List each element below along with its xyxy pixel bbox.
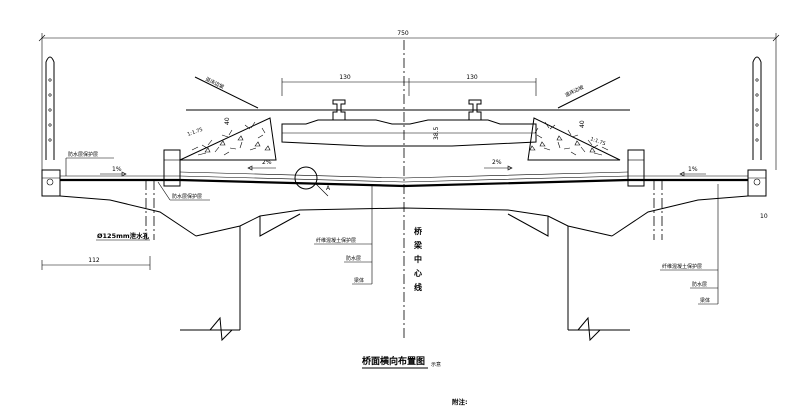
detail-a-label: A — [326, 185, 331, 192]
girder-body — [180, 207, 630, 342]
svg-text:Ø125mm泄水孔: Ø125mm泄水孔 — [97, 231, 150, 240]
left-rail — [332, 99, 346, 121]
edge-height-label: 10 — [760, 213, 768, 220]
sleeper — [281, 119, 537, 147]
svg-text:1%: 1% — [688, 166, 698, 173]
center-layer-3: 梁体 — [354, 277, 364, 284]
sleeper-height-label: 38.5 — [433, 126, 440, 140]
drain-hole-leader: Ø125mm泄水孔 — [96, 231, 150, 241]
drawing-title-note: 示意 — [431, 361, 441, 368]
svg-text:防水层保护层: 防水层保护层 — [172, 193, 202, 200]
svg-text:防水层保护层: 防水层保护层 — [68, 151, 98, 158]
drain-offset-dimension: 112 — [41, 256, 151, 270]
right-deck-slope: 2% — [484, 159, 513, 171]
right-layer-2: 防水层 — [692, 281, 707, 288]
left-drain-pipe — [145, 180, 155, 240]
svg-text:2%: 2% — [262, 159, 272, 166]
right-edge-slope: 1% — [679, 166, 706, 177]
right-cantilever — [611, 169, 767, 237]
waterproof-top-leader: 防水层保护层 — [65, 151, 114, 176]
centerline-char: 线 — [414, 282, 422, 292]
rail-gauge-left-label: 130 — [339, 74, 351, 81]
right-drain-pipe — [653, 180, 663, 240]
svg-text:112: 112 — [88, 257, 100, 264]
rail-gauge-right-label: 130 — [466, 74, 478, 81]
ballast-profile — [186, 76, 630, 111]
svg-text:2%: 2% — [492, 159, 502, 166]
right-layer-callout: 纤维混凝土保护层 防水层 梁体 — [660, 184, 719, 305]
center-layer-2: 防水层 — [346, 255, 361, 262]
left-ballast-slope-label: 1:1.75 — [187, 127, 204, 138]
right-layer-3: 梁体 — [700, 297, 710, 304]
right-curb — [627, 149, 645, 187]
left-railing — [45, 56, 55, 160]
overall-width-label: 750 — [397, 30, 409, 37]
waterproof-bottom-leader: 防水层保护层 — [157, 181, 210, 201]
right-layer-1: 纤维混凝土保护层 — [662, 263, 702, 270]
svg-text:1%: 1% — [112, 166, 122, 173]
left-cantilever — [41, 169, 197, 237]
left-deck-slope: 2% — [247, 159, 276, 171]
left-edge-slope: 1% — [100, 166, 127, 177]
rail-gauge-dimension: 130 130 — [281, 74, 537, 96]
footnote: 附注: — [452, 397, 468, 406]
overall-dimension: 750 — [38, 30, 780, 170]
right-ballast-fill — [527, 117, 621, 161]
left-ballast-line-label: 道床边坡 — [204, 76, 225, 91]
center-layer-1: 纤维混凝土保护层 — [316, 237, 356, 244]
left-depth-label: 40 — [224, 117, 231, 125]
right-railing — [752, 56, 762, 160]
left-curb — [163, 149, 181, 187]
centerline-label: 桥梁中心线 — [413, 226, 423, 292]
center-layer-callout: 纤维混凝土保护层 防水层 梁体 — [314, 184, 373, 285]
drawing-title: 桥面横向布置图 — [362, 355, 425, 367]
centerline-char: 心 — [414, 268, 422, 278]
centerline-char: 梁 — [413, 240, 423, 250]
left-ballast-fill — [179, 117, 277, 161]
right-rail — [468, 99, 482, 121]
detail-a-marker: A — [294, 166, 331, 197]
right-ballast-slope-label: 1:1.75 — [589, 136, 606, 147]
right-depth-label: 40 — [579, 120, 586, 128]
centerline-char: 桥 — [414, 226, 423, 236]
centerline-char: 中 — [414, 254, 422, 264]
